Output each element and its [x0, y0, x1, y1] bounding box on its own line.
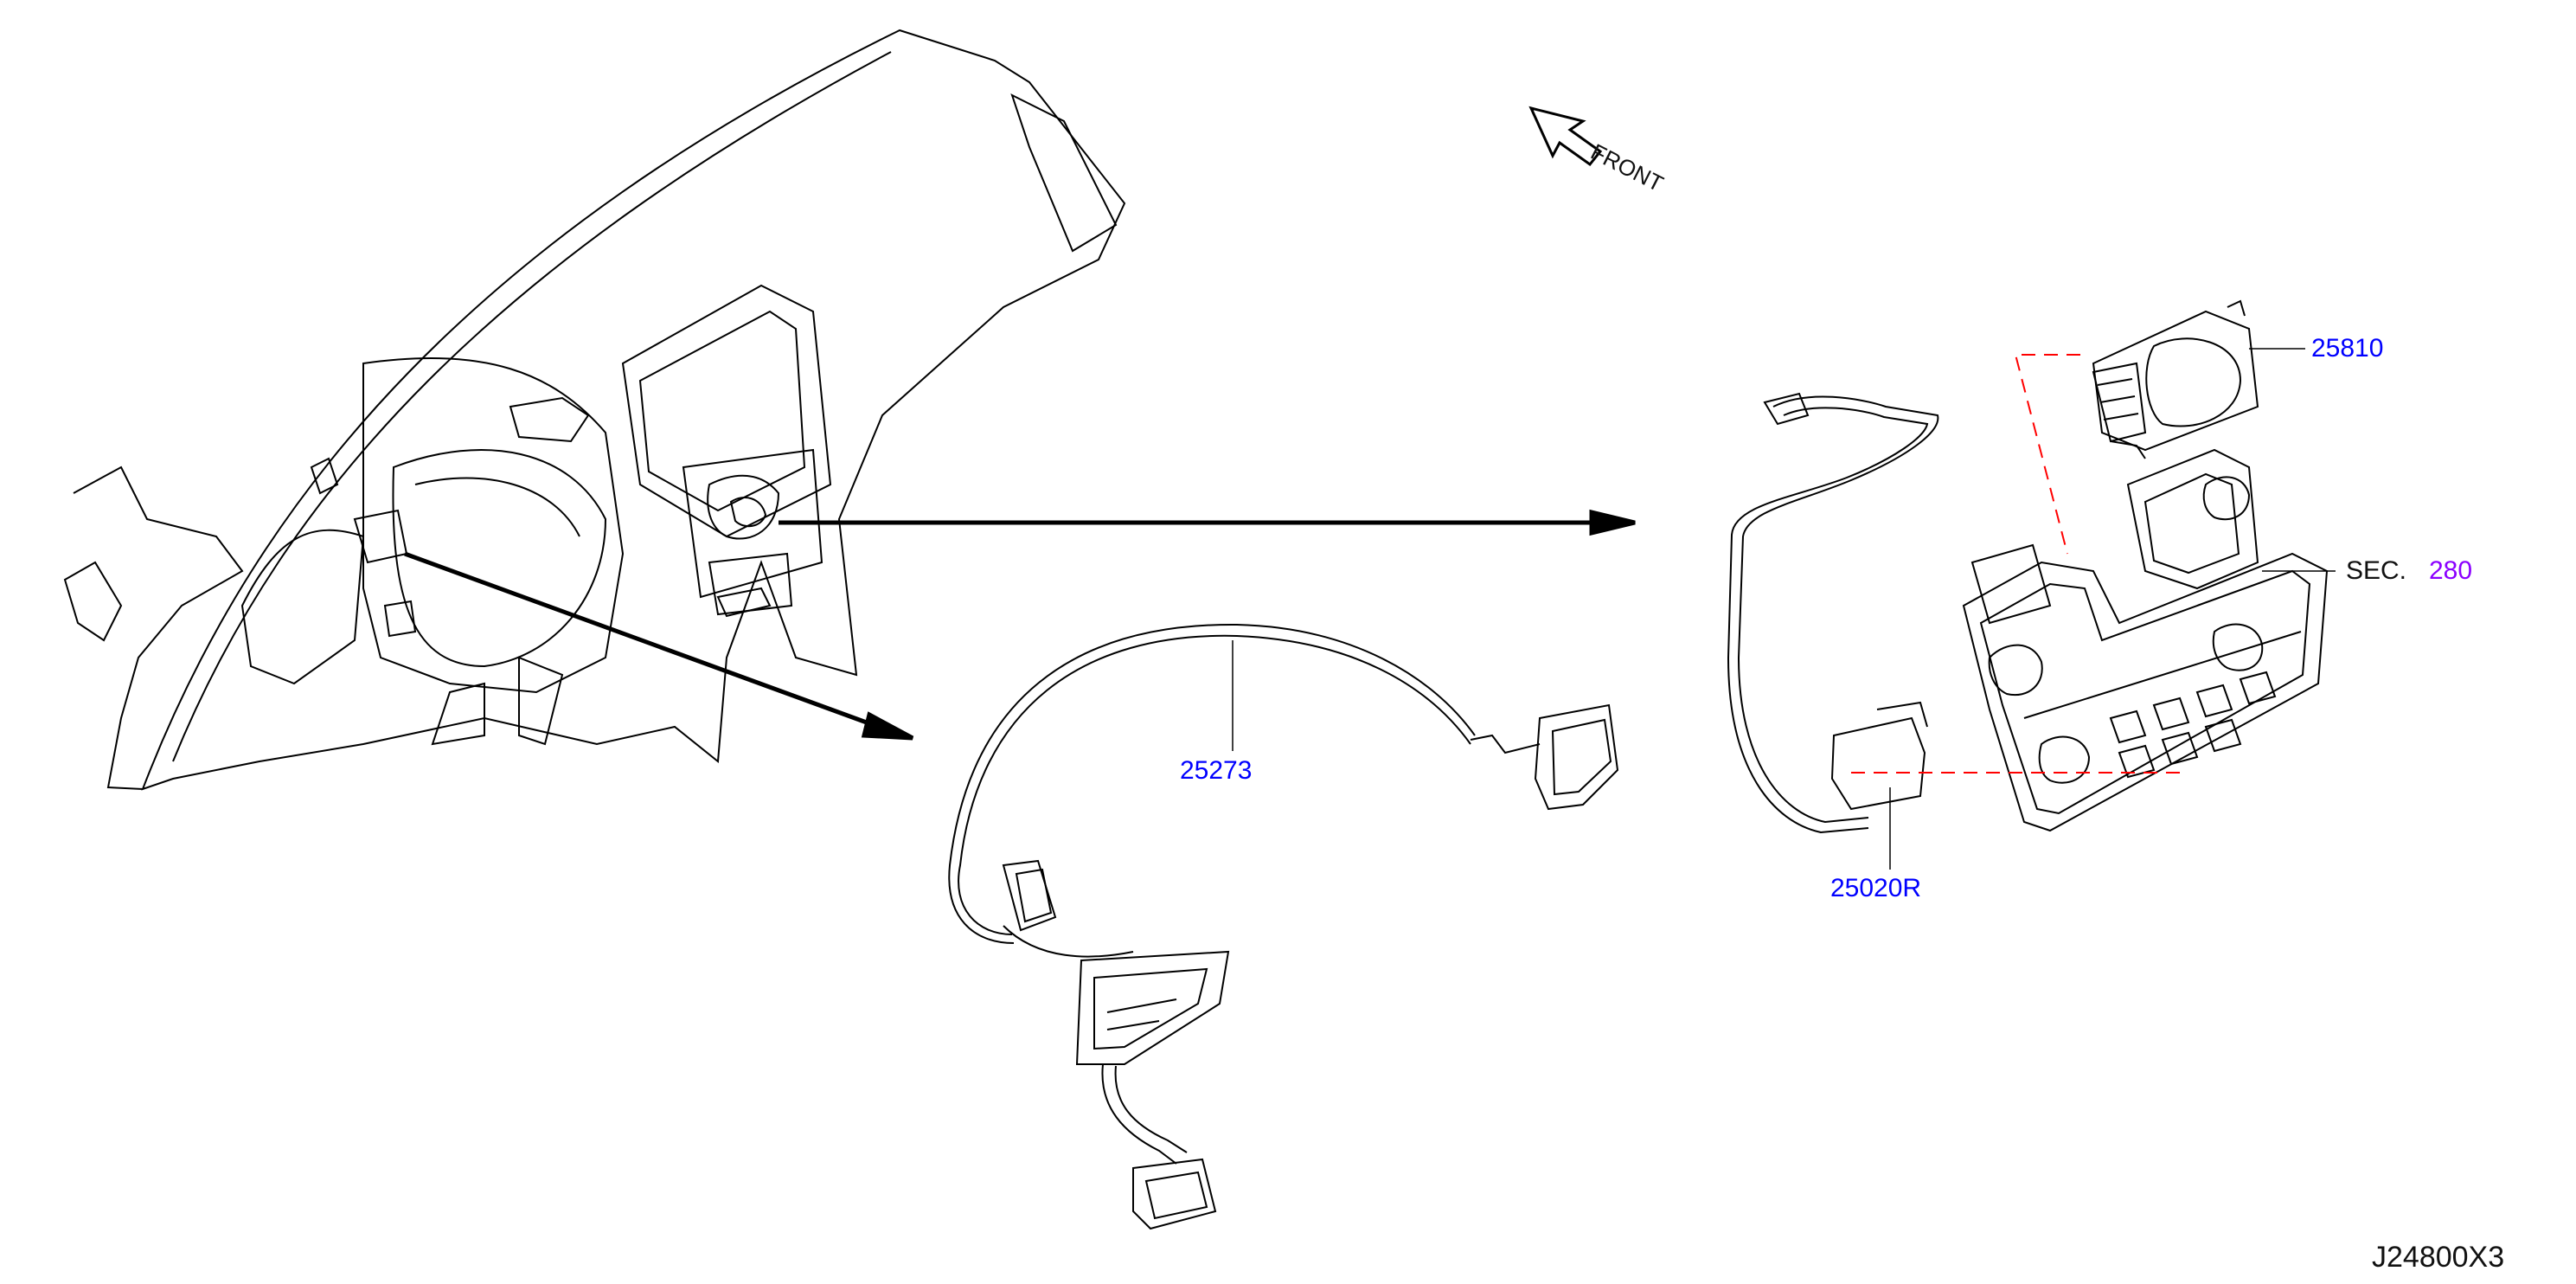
callout-leaders [1233, 349, 2336, 870]
callout-25273: 25273 [1180, 756, 1253, 785]
leader-arrows [405, 512, 1635, 738]
callout-sec-number: 280 [2429, 556, 2473, 585]
drawing-code: J24800X3 [2372, 1241, 2505, 1274]
callout-25810: 25810 [2311, 334, 2384, 363]
hidden-lines [1851, 355, 2180, 773]
dashboard-outline [65, 30, 1125, 789]
front-arrow-icon [1531, 108, 1600, 164]
audio-unit-assembly [1728, 301, 2327, 832]
callout-25020R: 25020R [1830, 874, 1922, 902]
steering-switch-harness [949, 625, 1618, 1229]
callout-sec-prefix: SEC. [2346, 556, 2407, 585]
